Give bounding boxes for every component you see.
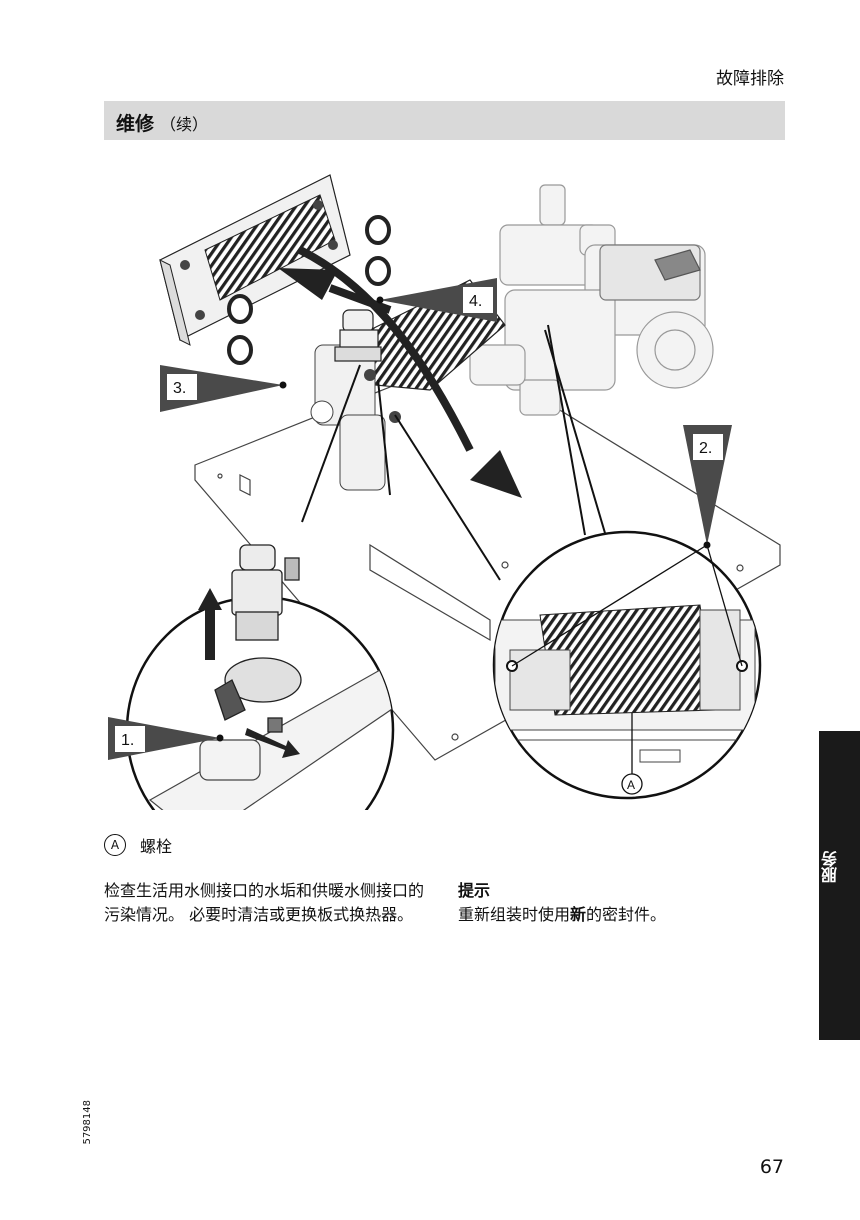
technical-illustration: 1. 3. 2. 4. A (108, 174, 781, 810)
note-text-after: 的密封件。 (586, 905, 667, 924)
note-block: 提示 重新组装时使用新的密封件。 (458, 879, 758, 927)
note-text-emphasis: 新 (570, 905, 587, 924)
note-text: 重新组装时使用新的密封件。 (458, 903, 758, 927)
movement-arrows (278, 246, 522, 498)
seal-rings (227, 215, 391, 365)
plate-heat-exchanger (159, 174, 351, 346)
instruction-text: 检查生活用水侧接口的水垢和供暖水侧接口的污染情况。 必要时清洁或更换板式换热器。 (104, 881, 425, 924)
document-number: 5798148 (82, 1100, 93, 1145)
page-number: 67 (759, 1156, 784, 1178)
side-tab: 服务 (819, 731, 860, 1040)
pump-assembly (469, 184, 714, 416)
detail-view-left (125, 544, 395, 810)
callout-step-2: 2. (699, 440, 712, 457)
section-header-bar: 维修 （续） (104, 101, 785, 140)
section-title-text: 维修 (116, 113, 155, 135)
legend-label: 螺栓 (140, 837, 173, 856)
chapter-title: 故障排除 (716, 69, 784, 89)
detail-view-right (492, 530, 762, 800)
section-title: 维修 （续） (116, 109, 208, 136)
sensor-valve (334, 309, 382, 362)
section-title-suffix: （续） (160, 115, 209, 134)
note-title: 提示 (458, 881, 491, 900)
legend-marker: A (104, 834, 126, 856)
callout-step-1: 1. (121, 732, 134, 749)
zoom-connectors (301, 324, 611, 581)
note-text-before: 重新组装时使用 (458, 905, 571, 924)
callout-labels: 1. 3. 2. 4. A (115, 287, 723, 795)
callout-detail-a: A (627, 778, 635, 792)
callout-step-3: 3. (173, 380, 186, 397)
callout-step-4: 4. (469, 293, 482, 310)
legend: A 螺栓 (104, 833, 172, 857)
side-tab-label: 服务 (821, 851, 840, 883)
